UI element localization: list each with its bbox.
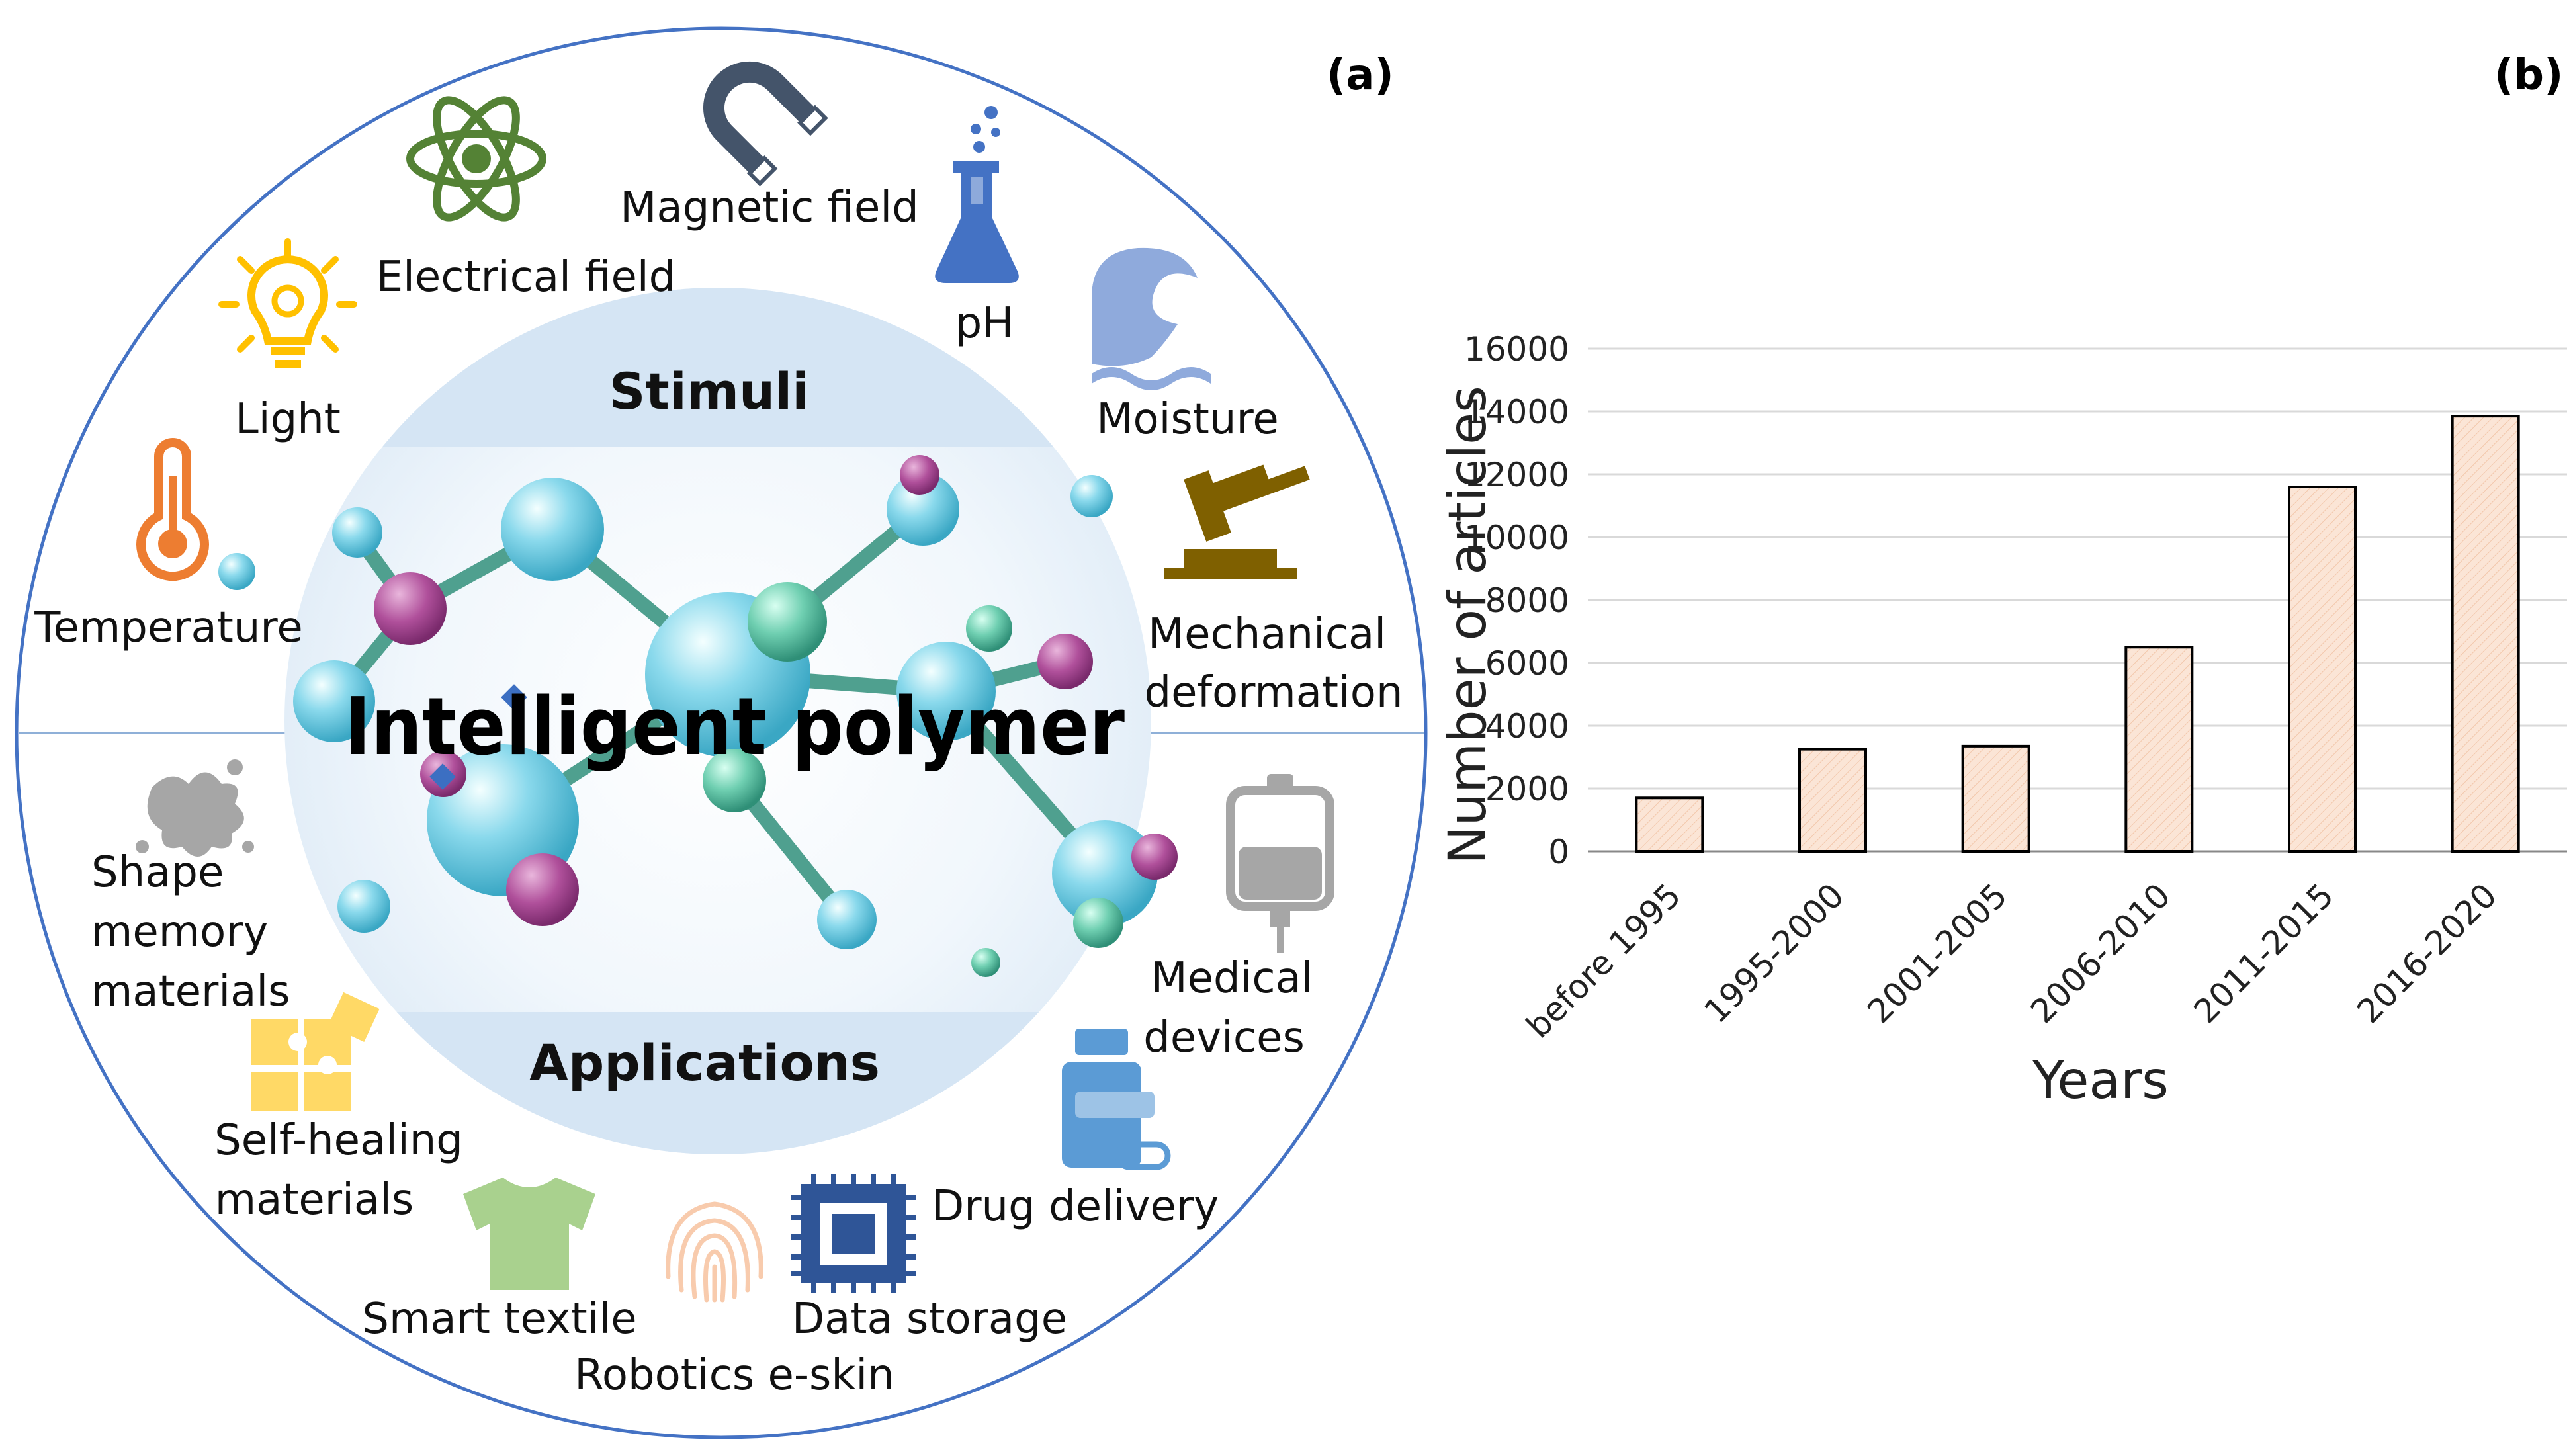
stimulus-label-line-1: Mechanical bbox=[1148, 610, 1386, 659]
applications-title: Applications bbox=[529, 1033, 880, 1092]
application-label-line-1: Shape bbox=[91, 848, 224, 897]
stimulus-label-line-2: deformation bbox=[1144, 668, 1403, 717]
application-drug-delivery: Drug delivery bbox=[932, 1029, 1219, 1231]
x-tick-label: 2016-2020 bbox=[2349, 876, 2504, 1031]
y-axis-title: Number of articles bbox=[1438, 386, 1498, 864]
stimulus-light: Light bbox=[218, 238, 357, 444]
bar bbox=[1961, 744, 2030, 853]
application-data-storage: Data storage bbox=[791, 1174, 1067, 1344]
center-title: Intelligent polymer bbox=[344, 681, 1125, 773]
y-tick-label: 16000 bbox=[1464, 330, 1569, 368]
application-smart-textile: Smart textile bbox=[362, 1178, 637, 1344]
molecule-illustration bbox=[218, 455, 1178, 977]
bar bbox=[2124, 646, 2194, 853]
x-tick-label: 1995-2000 bbox=[1697, 876, 1852, 1031]
bar-chart: 0 2000 4000 6000 8000 10000 12000 14000 16000 bef… bbox=[1464, 330, 2567, 1045]
stimulus-label: Electrical field bbox=[376, 253, 676, 302]
y-tick-label: 8000 bbox=[1485, 581, 1569, 620]
application-label-line-3: materials bbox=[91, 967, 290, 1016]
bar bbox=[1635, 796, 1704, 853]
panel-b-tag: (b) bbox=[2494, 51, 2563, 100]
application-label-line-1: Medical bbox=[1151, 954, 1313, 1003]
stimulus-mechanical-deformation: Mechanical deformation bbox=[1144, 464, 1403, 717]
application-label-line-1: Self-healing bbox=[214, 1116, 463, 1165]
x-tick-label: 2001-2005 bbox=[1860, 876, 2015, 1031]
magnet-icon bbox=[703, 61, 828, 187]
stimulus-label: Moisture bbox=[1096, 395, 1278, 444]
application-medical-devices: Medical devices bbox=[1143, 774, 1334, 1062]
stimulus-electrical-field: Electrical field bbox=[376, 96, 676, 302]
bar bbox=[2288, 486, 2357, 853]
panel-a: (a) Stimuli Applications bbox=[15, 26, 1428, 1439]
y-tick-label: 14000 bbox=[1464, 393, 1569, 431]
application-label-line-2: devices bbox=[1143, 1013, 1305, 1062]
y-tick-label: 10000 bbox=[1464, 519, 1569, 557]
stimulus-ph: pH bbox=[935, 106, 1019, 348]
y-tick-label: 12000 bbox=[1464, 456, 1569, 494]
stimulus-label: pH bbox=[955, 299, 1014, 348]
y-tick-label: 2000 bbox=[1485, 770, 1569, 808]
x-axis-title: Years bbox=[2032, 1051, 2169, 1111]
panel-b: (b) 0 2000 4000 6000 8000 10000 12000 14000 1600… bbox=[1438, 51, 2567, 1111]
stimulus-label: Light bbox=[235, 395, 341, 444]
puzzle-icon bbox=[251, 992, 380, 1111]
application-label-line-2: materials bbox=[215, 1176, 414, 1224]
bar bbox=[1798, 748, 1867, 853]
chip-icon bbox=[791, 1174, 916, 1293]
application-label-line-2: memory bbox=[91, 908, 268, 957]
wave-icon bbox=[1092, 247, 1211, 390]
flask-icon bbox=[935, 106, 1019, 283]
application-label: Robotics e-skin bbox=[574, 1351, 894, 1400]
application-label: Drug delivery bbox=[932, 1182, 1219, 1231]
application-self-healing: Self-healing materials bbox=[214, 992, 463, 1224]
y-tick-label: 0 bbox=[1548, 833, 1569, 871]
stimulus-temperature: Temperature bbox=[34, 438, 303, 652]
stimuli-title: Stimuli bbox=[609, 362, 810, 421]
stimulus-moisture: Moisture bbox=[1092, 247, 1279, 444]
stimulus-label: Temperature bbox=[34, 603, 302, 652]
splash-icon bbox=[136, 759, 254, 857]
bar bbox=[2451, 415, 2520, 853]
gavel-icon bbox=[1164, 464, 1310, 579]
thermometer-icon bbox=[136, 438, 209, 581]
atom-icon bbox=[406, 96, 546, 222]
lightbulb-icon bbox=[218, 238, 357, 368]
iv-bag-icon bbox=[1226, 774, 1334, 953]
y-tick-label: 6000 bbox=[1485, 644, 1569, 683]
x-tick-label: 2006-2010 bbox=[2023, 876, 2178, 1031]
stimulus-magnetic-field: Magnetic field bbox=[620, 61, 919, 232]
x-tick-label: 2011-2015 bbox=[2187, 876, 2341, 1031]
x-tick-label: before 1995 bbox=[1519, 876, 1688, 1045]
fingerprint-icon bbox=[666, 1201, 763, 1303]
tshirt-icon bbox=[463, 1178, 595, 1290]
application-label: Data storage bbox=[792, 1295, 1067, 1344]
medicine-bottle-icon bbox=[1062, 1029, 1171, 1170]
application-label: Smart textile bbox=[362, 1295, 636, 1344]
y-tick-label: 4000 bbox=[1485, 707, 1569, 746]
panel-a-tag: (a) bbox=[1327, 51, 1394, 100]
application-shape-memory: Shape memory materials bbox=[91, 759, 290, 1016]
application-robotics-e-skin: Robotics e-skin bbox=[574, 1201, 894, 1400]
stimulus-label: Magnetic field bbox=[620, 183, 919, 232]
